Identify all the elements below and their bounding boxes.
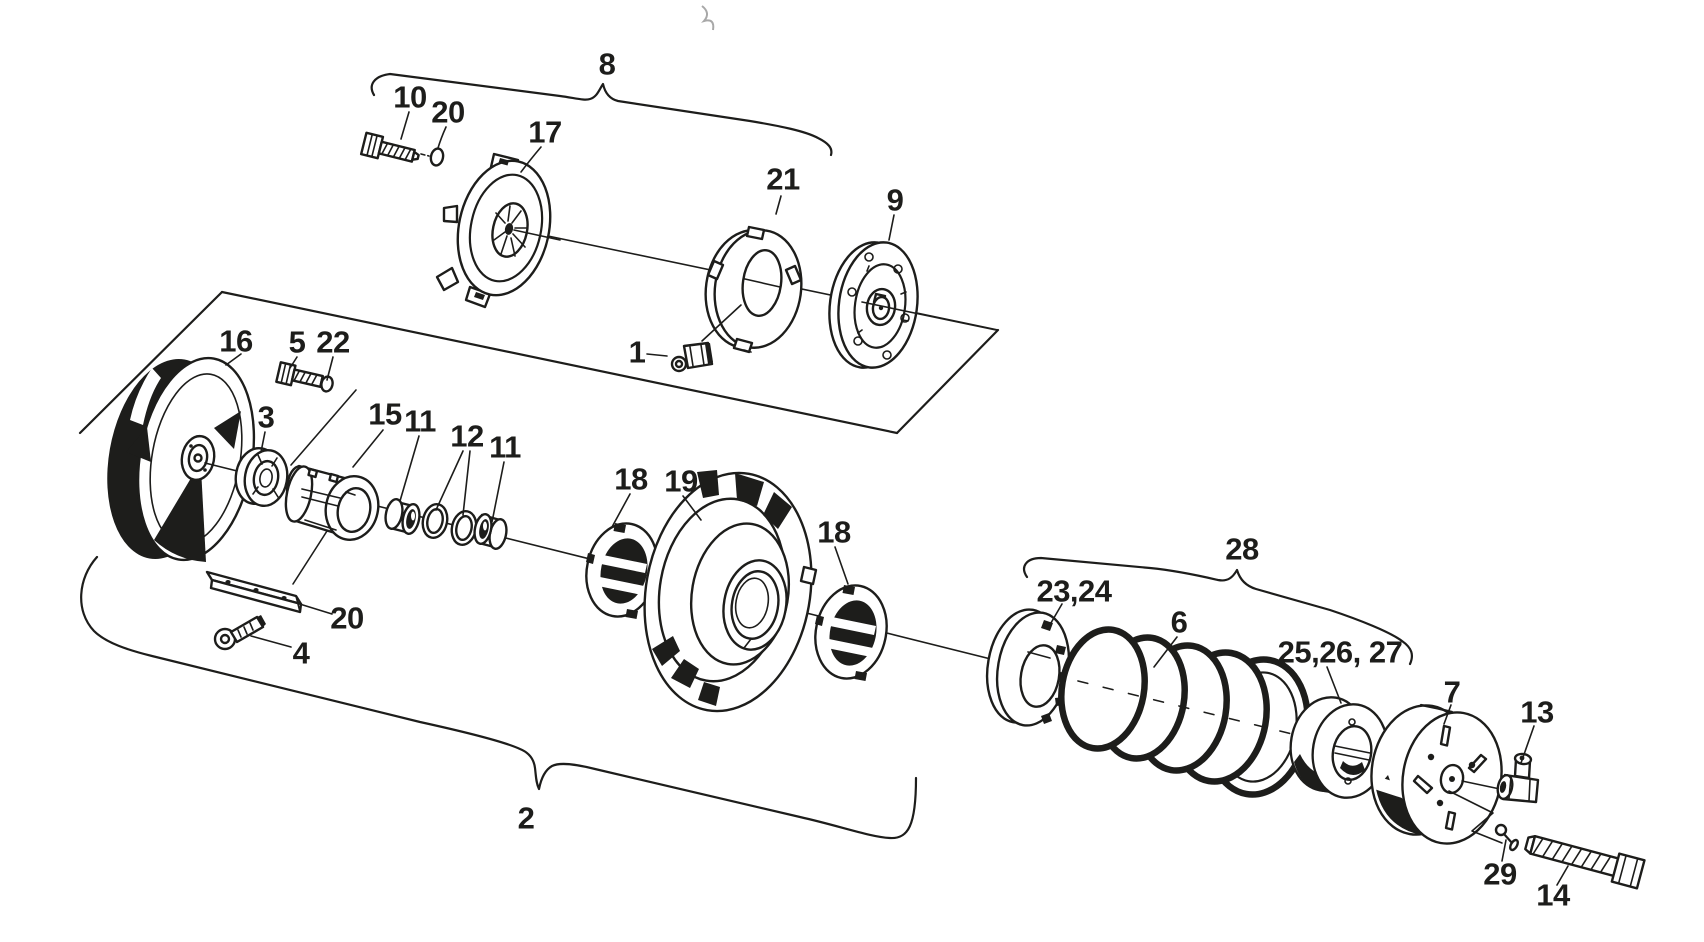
leader-5 [289, 356, 298, 369]
bracket-8 [370, 72, 833, 157]
leader-12b [462, 450, 471, 516]
leader-15 [352, 429, 384, 468]
leader-1-to-21 [701, 304, 742, 342]
leader-lines [225, 111, 1569, 886]
leader-14 [1556, 865, 1569, 886]
callout-6: 6 [1171, 605, 1188, 640]
callout-23-24: 23,24 [1036, 574, 1112, 609]
bracket-2 [80, 555, 918, 840]
part-15-hub-sleeve [284, 464, 380, 541]
leader-13 [1520, 725, 1535, 764]
callout-10: 10 [393, 80, 426, 115]
callout-18-right: 18 [817, 515, 851, 550]
leader-23-24 [1047, 603, 1063, 629]
leader-20-top [437, 126, 447, 149]
callout-11-right: 11 [489, 430, 521, 465]
part-20-washer-top [429, 147, 445, 167]
part-13-fitting [1496, 752, 1540, 804]
part-12-washers [421, 502, 478, 547]
leader-19 [682, 495, 702, 521]
callout-16: 16 [219, 324, 253, 359]
leader-3 [260, 431, 266, 453]
leader-1-dash [646, 353, 668, 357]
leader-20-bottom [289, 600, 333, 615]
leader-18-left [611, 493, 631, 528]
part-19-pulley-wheel [643, 470, 818, 713]
callout-15: 15 [368, 397, 402, 432]
part-5-bolt [275, 361, 328, 389]
leader-7-zigzag [1448, 790, 1503, 844]
callout-18-left: 18 [614, 462, 648, 497]
axis-dashes [1077, 680, 1293, 735]
callout-4: 4 [293, 636, 311, 671]
leader-18-right [834, 546, 849, 585]
part-18-slotted-drum-right [814, 584, 888, 681]
part-17-pressure-plate [435, 152, 552, 309]
sheet-edge-long [220, 290, 899, 435]
part-6-spring [1058, 626, 1311, 798]
part-10-bolt [359, 131, 420, 163]
leader-29 [1501, 839, 1507, 862]
part-11-bushing-left [384, 498, 421, 535]
part-11-bushing-right [473, 513, 508, 550]
leader-sleeve-key [292, 530, 328, 585]
leader-10 [400, 111, 410, 140]
callout-5: 5 [289, 325, 306, 360]
part-18-slotted-drum-left [585, 522, 659, 619]
callout-9: 9 [887, 183, 904, 218]
callout-11-left: 11 [404, 404, 436, 439]
sheet-edge-right [895, 328, 1000, 435]
axis-over-drum [1461, 780, 1501, 790]
part-20-key-bar [205, 570, 303, 614]
callout-28: 28 [1225, 532, 1259, 567]
part-7-clutch-drum [1370, 703, 1503, 845]
callout-29: 29 [1483, 857, 1517, 892]
axis-over-9 [861, 301, 997, 331]
callout-13: 13 [1520, 695, 1554, 730]
leader-4 [250, 635, 292, 648]
axis-over-17 [513, 229, 561, 241]
leader-7 [1443, 704, 1452, 725]
leader-11-left [399, 435, 420, 502]
part-4-stud [213, 615, 266, 651]
part-1-pin-fitting [670, 341, 714, 373]
leader-9 [888, 214, 895, 241]
leader-22 [326, 356, 334, 381]
callout-20-bottom: 20 [330, 601, 363, 636]
callout-3: 3 [258, 400, 275, 435]
leader-22-long [290, 389, 357, 466]
leader-6 [1153, 636, 1178, 668]
leader-21 [775, 195, 782, 215]
bolt-washer-link [420, 153, 430, 157]
leader-16 [225, 353, 242, 366]
part-16-pulley-cone [107, 356, 256, 562]
callout-21: 21 [766, 162, 800, 197]
leader-25-26-27 [1326, 666, 1342, 704]
callout-7: 7 [1444, 675, 1461, 710]
callout-2: 2 [518, 801, 535, 836]
leader-12a [435, 450, 464, 511]
bracket-28 [1023, 556, 1413, 666]
part-29-pin [1494, 823, 1519, 852]
callout-1: 1 [629, 335, 646, 370]
callout-19: 19 [664, 464, 698, 499]
leader-11-right [491, 461, 505, 523]
leader-17 [520, 146, 542, 173]
part-25-26-27-collar [1289, 696, 1389, 799]
callout-25-26-27: 25,26, 27 [1278, 635, 1403, 670]
part-21-cover-ring [704, 225, 803, 354]
callout-20-top: 20 [431, 95, 464, 130]
callout-17: 17 [528, 115, 561, 150]
callout-14: 14 [1536, 878, 1571, 913]
part-14-bolt [1524, 834, 1646, 890]
group-brackets [80, 72, 1413, 840]
stray-mark [701, 5, 715, 31]
sheet-edge-left [78, 290, 224, 435]
axis-over-21 [744, 278, 781, 288]
callout-12: 12 [450, 419, 483, 454]
callout-8: 8 [599, 47, 616, 82]
callout-22: 22 [316, 325, 349, 360]
